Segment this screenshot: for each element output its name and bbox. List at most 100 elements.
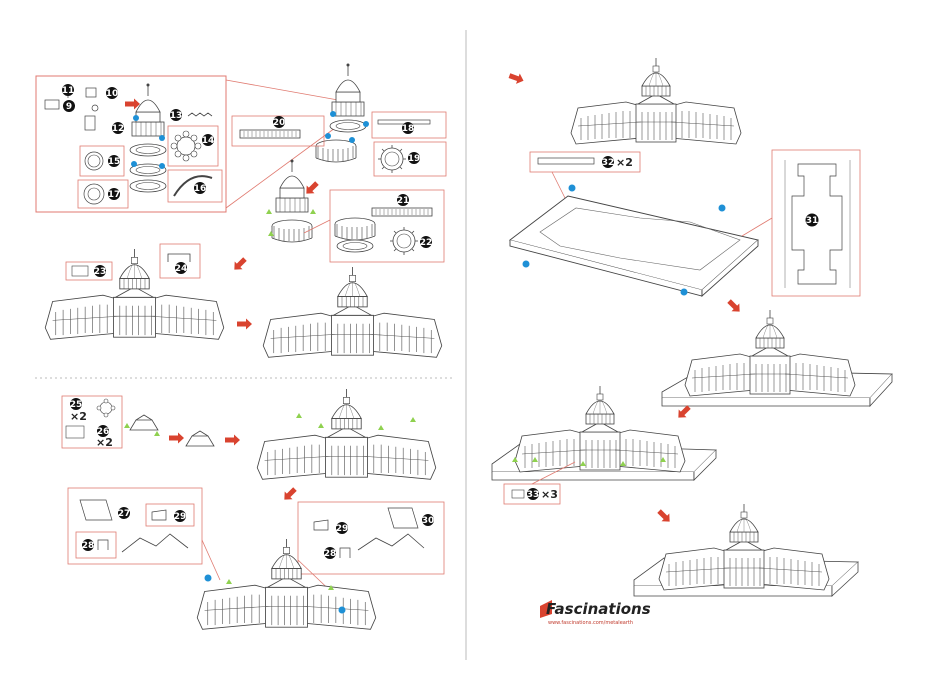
capitol-final [633,503,860,597]
step-badge-32: 32 [602,156,615,168]
step-badge-14: 14 [202,134,215,146]
svg-text:×2: ×2 [96,436,113,449]
tab-marker-green [328,585,334,590]
step-badge-26: 26 [97,425,110,437]
step-badge-9: 9 [63,100,75,112]
ring-part [129,179,167,193]
ring-part [329,119,367,133]
svg-text:28: 28 [324,549,337,559]
direction-arrow [125,98,140,110]
step-badge-23: 23 [94,265,107,277]
svg-text:26: 26 [97,427,110,437]
direction-arrow [237,318,252,330]
tab-marker-blue [159,135,165,141]
base-detail-panel: 21 22 [303,189,445,263]
svg-text:33: 33 [527,490,540,500]
svg-text:Fascinations: Fascinations [546,600,651,618]
step-badge-28b: 28 [324,547,337,559]
svg-text:12: 12 [112,124,125,134]
step-badge-25: 25 [70,398,83,410]
step-badge-27: 27 [118,507,131,519]
step-badge-15: 15 [108,155,121,167]
svg-text:28: 28 [82,541,95,551]
tab-marker-blue [338,606,346,614]
step-badge-21: 21 [397,194,409,206]
svg-text:10: 10 [106,89,119,99]
dome-detail-panel: 11 10 9 12 13 [35,75,339,213]
svg-text:13: 13 [170,111,183,121]
step-badge-11: 11 [62,84,74,96]
svg-text:15: 15 [108,157,121,167]
brand-logo: Fascinations www.fascinations.com/metale… [540,600,651,626]
step-badge-18: 18 [402,122,415,134]
capitol-step-27-30 [196,538,377,630]
base-platform [508,184,759,298]
step-badge-17: 17 [108,188,121,200]
roof-parts-panel: 25 ×2 26 ×2 [61,395,123,449]
bar-part-panel: 18 [371,111,447,139]
colonnade-strip-panel: 20 [231,115,325,147]
step-badge-12: 12 [112,122,125,134]
direction-arrow [280,485,299,504]
gear-part [79,145,125,177]
svg-text:www.fascinations.com/metaleart: www.fascinations.com/metalearth [548,620,633,626]
svg-text:18: 18 [402,124,415,134]
svg-text:29: 29 [336,524,349,534]
capitol-on-base-1 [661,309,893,408]
capitol-step-25-26 [256,388,437,480]
wing-roof-panel-left: 27 29 28 [67,487,221,581]
capitol-on-base-2 [491,385,717,481]
dome-assembly-middle [266,159,316,243]
tab-marker-blue [204,574,212,582]
direction-arrow [655,507,674,526]
svg-text:19: 19 [408,154,421,164]
step-badge-20: 20 [273,116,285,128]
step-badge-31: 31 [805,213,819,227]
tab-marker-blue [159,163,165,169]
step-badge-10: 10 [106,87,119,99]
svg-text:22: 22 [420,238,433,248]
svg-text:25: 25 [70,400,83,410]
tab-marker-blue [131,161,137,167]
tab-marker-green [154,431,160,436]
capitol-after-step-24 [262,266,443,358]
dome-part [131,83,165,137]
svg-text:17: 17 [108,190,121,200]
step-badge-29: 29 [174,510,187,522]
tab-marker-green [226,579,232,584]
tab-marker-green [318,423,324,428]
dome-assembly-top [315,63,369,163]
svg-text:24: 24 [175,264,188,274]
direction-arrow [225,434,240,446]
svg-text:29: 29 [174,512,187,522]
svg-text:32: 32 [602,158,615,168]
step-badge-29b: 29 [336,522,349,534]
tab-marker-green [296,413,302,418]
direction-arrow [169,432,184,444]
step-badge-13: 13 [170,109,183,121]
step-33-panel: 33 ×3 [503,461,576,505]
step-badge-30: 30 [422,514,434,526]
svg-text:9: 9 [66,102,72,112]
tab-marker-green [378,425,384,430]
svg-text:14: 14 [202,136,215,146]
svg-text:×2: ×2 [616,156,633,169]
svg-text:×3: ×3 [541,488,558,501]
colonnade-part [315,139,357,163]
svg-text:27: 27 [118,509,131,519]
tab-marker-blue [363,121,369,127]
wing-roof-panel-right: 29 30 28 [297,501,445,601]
tab-marker-blue [349,137,355,143]
tab-marker-green [266,209,272,214]
base-strip-panel: 32 ×2 [529,151,641,199]
base-plate-panel: 31 [741,149,861,297]
tab-marker-blue [325,133,331,139]
ring-flat-part [77,179,129,209]
svg-text:23: 23 [94,267,107,277]
tab-marker-green [410,417,416,422]
step-badge-16: 16 [194,182,206,194]
flower-part [167,125,219,167]
tab-marker-green [268,231,274,236]
